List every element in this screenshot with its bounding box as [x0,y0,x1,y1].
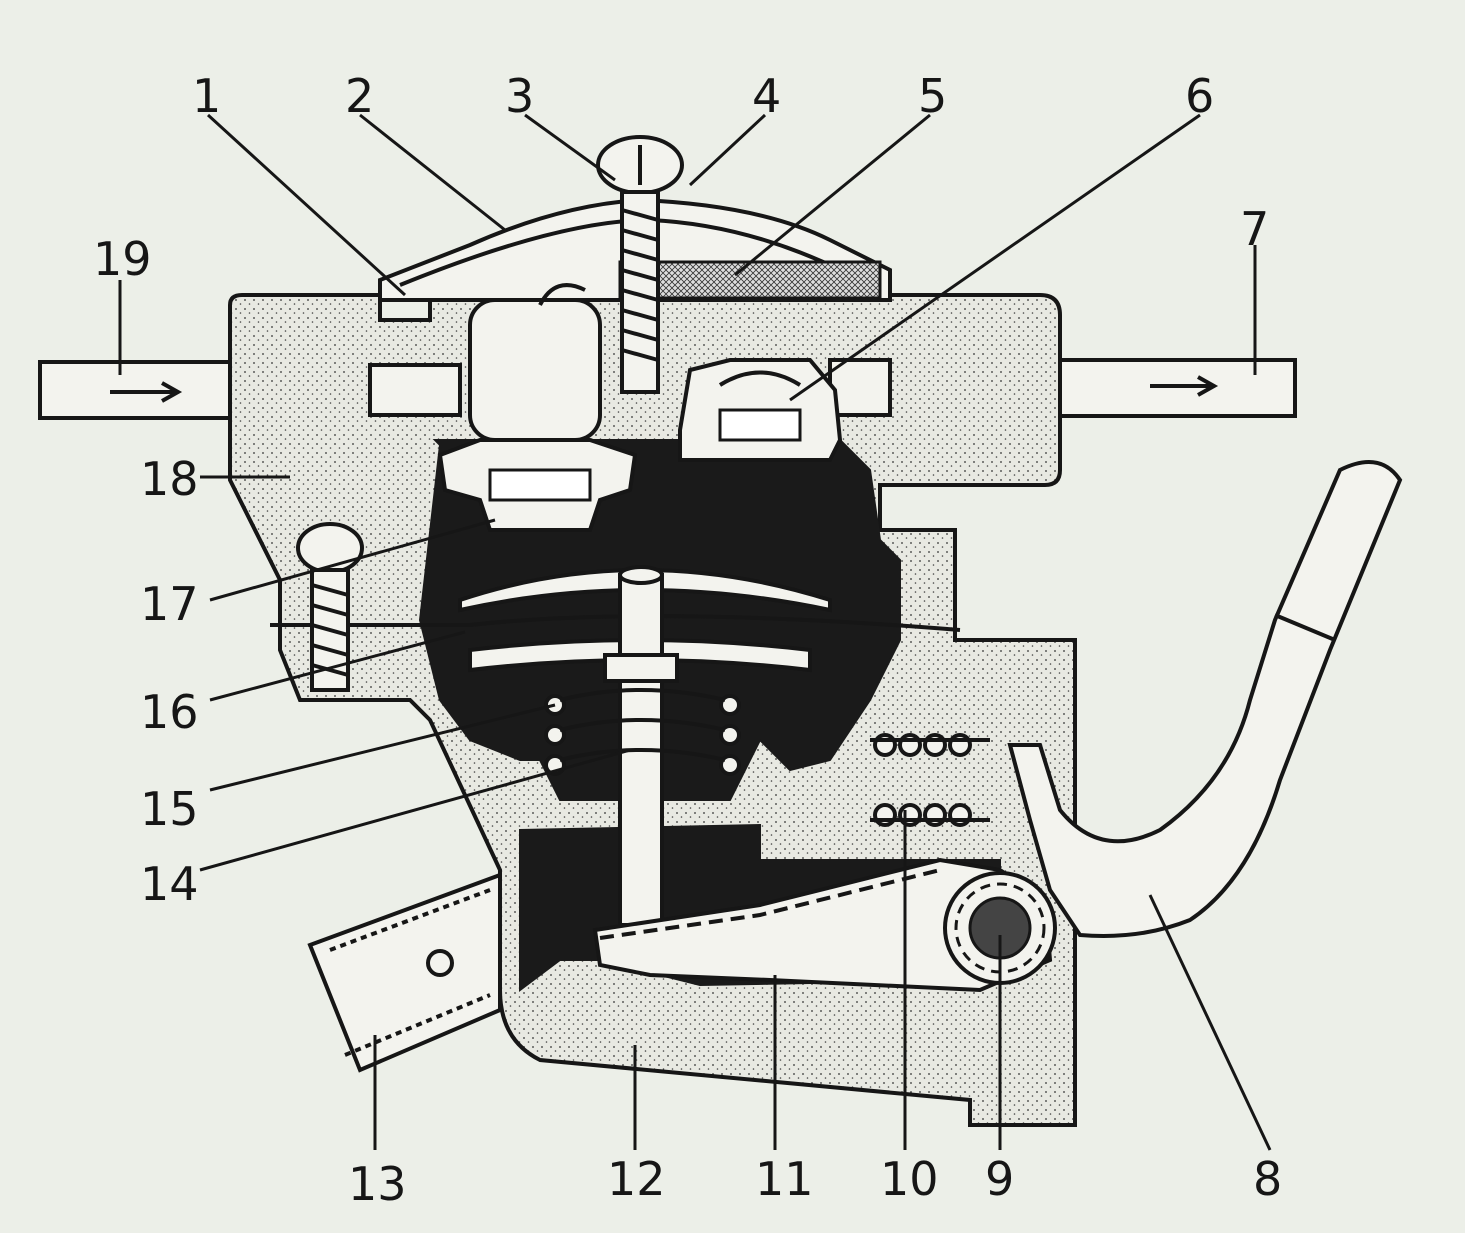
label-8: 8 [1253,1152,1282,1206]
rocker-arm [592,857,1053,993]
label-4: 4 [752,69,781,123]
label-1: 1 [192,69,221,123]
label-18: 18 [140,452,199,506]
label-19: 19 [93,232,152,286]
label-13: 13 [348,1157,407,1211]
label-12: 12 [607,1152,666,1206]
diaphragm-spring [544,688,741,776]
label-15: 15 [140,782,199,836]
cover-screw [596,135,684,394]
outlet-valve [678,358,843,462]
label-11: 11 [755,1152,814,1206]
mounting-flange [307,872,502,1073]
label-5: 5 [918,69,947,123]
return-spring [870,733,990,827]
leader-lines [118,113,1272,1151]
label-16: 16 [140,685,199,739]
label-6: 6 [1185,69,1214,123]
inlet-valve [437,438,638,532]
label-9: 9 [985,1152,1014,1206]
sediment-cylinder [468,283,602,442]
filter-gauze [618,260,882,300]
label-14: 14 [140,857,199,911]
priming-lever [1007,460,1403,938]
label-17: 17 [140,577,199,631]
label-3: 3 [505,69,534,123]
label-2: 2 [345,69,374,123]
label-10: 10 [880,1152,939,1206]
pivot-pin [943,871,1057,985]
label-7: 7 [1240,202,1269,256]
